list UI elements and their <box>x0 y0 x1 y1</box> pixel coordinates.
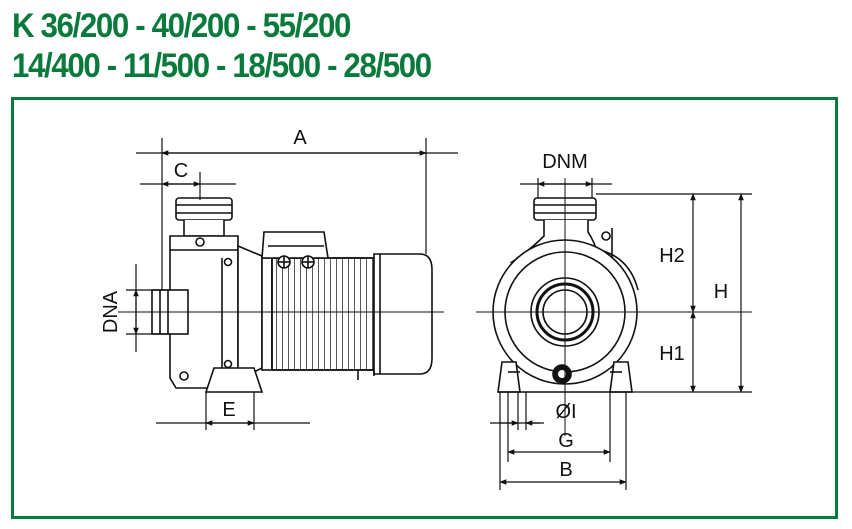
dimension-dnm <box>520 178 612 198</box>
label-dna: DNA <box>100 290 122 333</box>
terminal-box <box>261 231 329 259</box>
label-e: E <box>222 399 235 421</box>
drawing-frame <box>11 97 838 519</box>
label-oi: ØI <box>555 401 576 423</box>
dimension-dna <box>126 264 170 352</box>
label-b: B <box>559 459 572 481</box>
pump-foot <box>204 367 264 393</box>
side-view <box>151 197 433 393</box>
front-foot-right <box>609 361 633 393</box>
dimension-a <box>136 138 458 290</box>
bracket <box>237 244 263 382</box>
label-g: G <box>558 430 574 452</box>
dimension-e <box>156 392 310 430</box>
motor-body <box>271 257 375 371</box>
label-h1: H1 <box>659 343 685 365</box>
dimension-heights <box>596 193 752 393</box>
discharge-flange <box>175 197 233 221</box>
fan-cover <box>373 253 433 375</box>
title-line-1: K 36/200 - 40/200 - 55/200 <box>12 7 351 45</box>
label-a: A <box>293 127 307 149</box>
label-h2: H2 <box>659 245 685 267</box>
dimension-base <box>490 392 627 490</box>
label-h: H <box>714 281 728 303</box>
label-c: C <box>174 160 188 182</box>
front-foot-left <box>497 361 521 393</box>
front-centerlines <box>476 178 752 436</box>
dimension-c <box>140 172 236 200</box>
title-line-2: 14/400 - 11/500 - 18/500 - 28/500 <box>12 47 432 85</box>
label-dnm: DNM <box>542 151 588 173</box>
